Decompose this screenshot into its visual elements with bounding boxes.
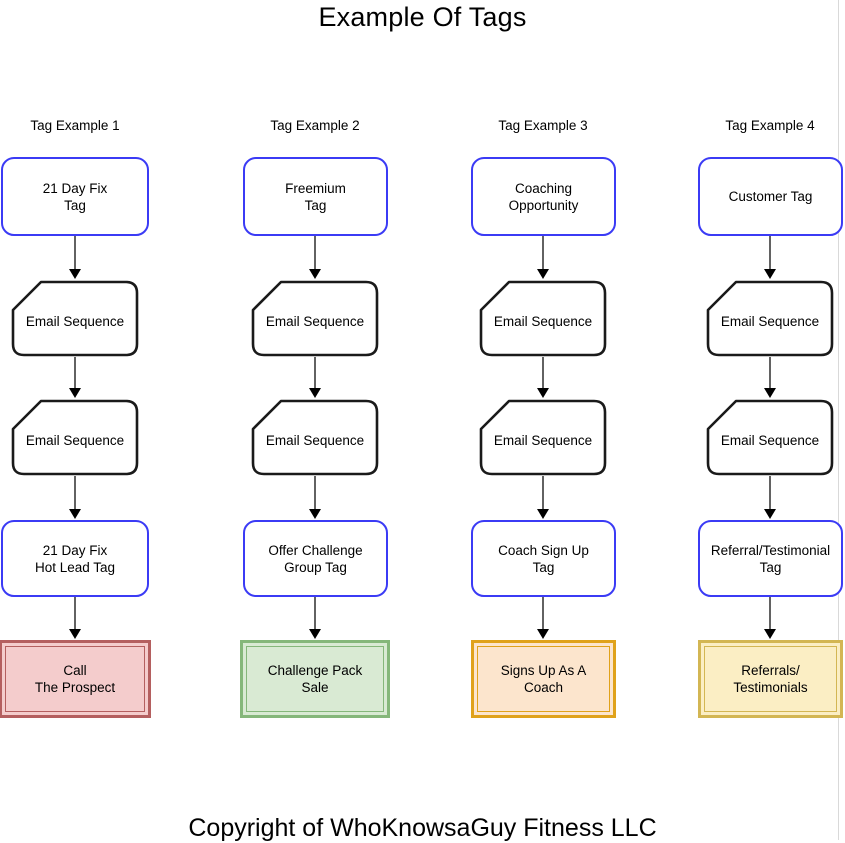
- connector-arrow-col3-1-to-2: [537, 236, 549, 279]
- node-label: Email Sequence: [265, 433, 365, 448]
- node-offer-challenge-group-tag-col2[interactable]: Offer Challenge Group Tag: [243, 520, 388, 597]
- node-label: Email Sequence: [25, 314, 125, 329]
- column-heading-4: Tag Example 4: [725, 118, 815, 133]
- node-freemium-tag-col2[interactable]: Freemium Tag: [243, 157, 388, 236]
- node-referral-testimonial-tag-col4[interactable]: Referral/Testimonial Tag: [698, 520, 843, 597]
- node-label: Referrals/ Testimonials: [733, 663, 808, 695]
- column-heading-2: Tag Example 2: [270, 118, 360, 133]
- column-heading-3: Tag Example 3: [498, 118, 588, 133]
- node-label: Coaching Opportunity: [508, 180, 579, 213]
- connector-arrow-col4-4-to-5: [764, 597, 776, 639]
- node-email-sequence-col1[interactable]: Email Sequence: [11, 399, 139, 476]
- node-email-sequence-col3[interactable]: Email Sequence: [479, 399, 607, 476]
- column-heading-1: Tag Example 1: [30, 118, 120, 133]
- connector-arrow-col4-1-to-2: [764, 236, 776, 279]
- node-customer-tag-col4[interactable]: Customer Tag: [698, 157, 843, 236]
- node-label: Coach Sign Up Tag: [498, 542, 589, 575]
- node-label: Freemium Tag: [285, 180, 346, 213]
- node-label: Customer Tag: [728, 189, 813, 204]
- node-label: Email Sequence: [720, 314, 820, 329]
- connector-arrow-col2-1-to-2: [309, 236, 321, 279]
- node-label: Call The Prospect: [34, 663, 116, 695]
- connector-arrow-col3-2-to-3: [537, 357, 549, 398]
- node-label: Signs Up As A Coach: [500, 663, 587, 695]
- node-label: Challenge Pack Sale: [267, 663, 363, 695]
- copyright-footer: Copyright of WhoKnowsaGuy Fitness LLC: [188, 814, 657, 842]
- card-shape-outline: [479, 399, 607, 476]
- card-shape-outline: [11, 399, 139, 476]
- node-label: Referral/Testimonial Tag: [710, 542, 831, 575]
- node-email-sequence-col4[interactable]: Email Sequence: [706, 280, 834, 357]
- node-coach-sign-up-tag-col3[interactable]: Coach Sign Up Tag: [471, 520, 616, 597]
- node-signs-up-as-a-coach-col3[interactable]: Signs Up As A Coach: [471, 640, 616, 718]
- node-label: 21 Day Fix Tag: [42, 180, 108, 213]
- connector-arrow-col1-3-to-4: [69, 476, 81, 519]
- card-shape-outline: [11, 280, 139, 357]
- card-shape-outline: [251, 399, 379, 476]
- node-label: Email Sequence: [265, 314, 365, 329]
- connector-arrow-col2-4-to-5: [309, 597, 321, 639]
- node-label: Offer Challenge Group Tag: [268, 542, 363, 575]
- connector-arrow-col1-2-to-3: [69, 357, 81, 398]
- node-email-sequence-col3[interactable]: Email Sequence: [479, 280, 607, 357]
- connector-arrow-col1-1-to-2: [69, 236, 81, 279]
- connector-arrow-col4-3-to-4: [764, 476, 776, 519]
- node-label: Email Sequence: [720, 433, 820, 448]
- connector-arrow-col4-2-to-3: [764, 357, 776, 398]
- connector-arrow-col2-2-to-3: [309, 357, 321, 398]
- node-21-day-fix-hot-lead-tag-col1[interactable]: 21 Day Fix Hot Lead Tag: [1, 520, 149, 597]
- connector-arrow-col3-3-to-4: [537, 476, 549, 519]
- card-shape-outline: [251, 280, 379, 357]
- node-email-sequence-col4[interactable]: Email Sequence: [706, 399, 834, 476]
- card-shape-outline: [706, 399, 834, 476]
- node-label: 21 Day Fix Hot Lead Tag: [34, 542, 116, 575]
- node-21-day-fix-tag-col1[interactable]: 21 Day Fix Tag: [1, 157, 149, 236]
- node-challenge-pack-sale-col2[interactable]: Challenge Pack Sale: [240, 640, 390, 718]
- card-shape-outline: [479, 280, 607, 357]
- node-label: Email Sequence: [493, 314, 593, 329]
- connector-arrow-col1-4-to-5: [69, 597, 81, 639]
- card-shape-outline: [706, 280, 834, 357]
- connector-arrow-col3-4-to-5: [537, 597, 549, 639]
- node-email-sequence-col2[interactable]: Email Sequence: [251, 280, 379, 357]
- node-coaching-opportunity-col3[interactable]: Coaching Opportunity: [471, 157, 616, 236]
- node-email-sequence-col1[interactable]: Email Sequence: [11, 280, 139, 357]
- node-label: Email Sequence: [493, 433, 593, 448]
- node-referrals-testimonials-col4[interactable]: Referrals/ Testimonials: [698, 640, 843, 718]
- diagram-title: Example Of Tags: [318, 2, 527, 32]
- node-email-sequence-col2[interactable]: Email Sequence: [251, 399, 379, 476]
- page-guide-line: [838, 0, 839, 840]
- connector-arrow-col2-3-to-4: [309, 476, 321, 519]
- node-label: Email Sequence: [25, 433, 125, 448]
- node-call-the-prospect-col1[interactable]: Call The Prospect: [0, 640, 151, 718]
